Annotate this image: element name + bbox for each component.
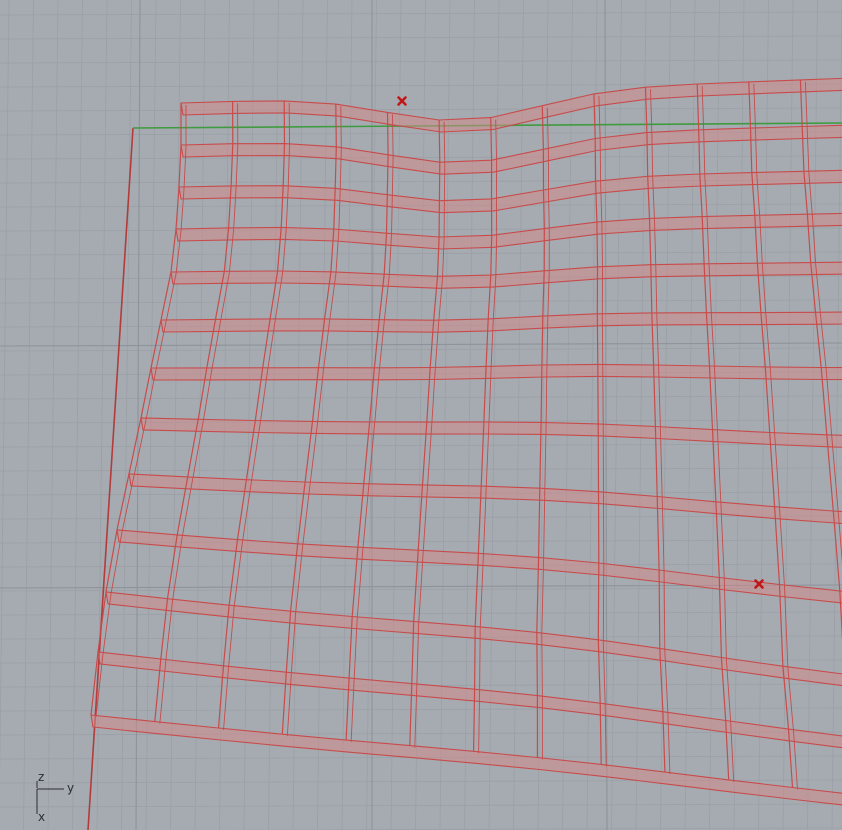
mesh-column-edge[interactable] — [281, 104, 337, 735]
grid-line — [0, 635, 842, 640]
grid-line — [0, 11, 842, 16]
grid-line — [513, 0, 524, 830]
grid-line — [0, 707, 842, 712]
grid-line — [341, 0, 353, 830]
mesh-column-edge[interactable] — [696, 83, 730, 780]
mesh-column-edge[interactable] — [217, 100, 286, 729]
x-mark-icon — [754, 579, 764, 589]
mesh-column-edge-inner[interactable] — [414, 121, 446, 748]
grid-line — [96, 0, 108, 830]
grid-line — [0, 467, 842, 472]
control-point-marker[interactable] — [397, 96, 407, 106]
mesh-column-edge[interactable] — [345, 112, 389, 741]
mesh-column-edge-inner[interactable] — [478, 119, 498, 754]
grid-line — [562, 0, 573, 830]
grid-line — [0, 515, 842, 520]
mesh-row-band[interactable] — [90, 714, 842, 814]
mesh-row-band[interactable] — [97, 651, 842, 757]
x-mark-icon — [397, 96, 407, 106]
mesh-column-edge-inner[interactable] — [650, 89, 671, 775]
grid-line — [0, 347, 842, 352]
grid-line — [47, 0, 59, 830]
grid-line — [0, 0, 10, 781]
grid-line — [72, 0, 83, 830]
mesh-row-band[interactable] — [150, 363, 842, 381]
grid-line — [537, 0, 549, 830]
grid-line — [121, 0, 132, 830]
grid-line — [831, 0, 842, 830]
grid-line — [0, 59, 842, 64]
mesh-column-edge-inner[interactable] — [350, 114, 394, 743]
grid-line — [268, 0, 279, 830]
mesh-column-edge[interactable] — [409, 119, 441, 746]
deformed-grid-mesh[interactable] — [90, 77, 842, 814]
grid-line — [0, 299, 842, 304]
mesh-column-edge[interactable] — [90, 103, 182, 716]
grid-line — [758, 0, 769, 830]
grid-line — [243, 0, 255, 830]
mesh-column-edge-inner[interactable] — [753, 83, 798, 790]
grid-line — [317, 0, 328, 830]
mesh-column-edge[interactable] — [154, 101, 234, 722]
mesh-column-edge[interactable] — [593, 93, 602, 765]
mesh-column-edge[interactable] — [473, 117, 493, 752]
grid-line — [0, 395, 842, 400]
grid-line — [0, 611, 842, 616]
grid-line — [0, 563, 842, 568]
grid-line — [0, 107, 842, 112]
grid-line — [0, 803, 842, 808]
grid-line — [145, 0, 157, 830]
axis-widget-z-label: z — [38, 770, 45, 784]
mesh-column-edge[interactable] — [644, 87, 666, 773]
mesh-row-band[interactable] — [105, 591, 842, 694]
grid-line — [0, 731, 842, 736]
axis-orientation-widget — [36, 781, 64, 814]
mesh-row-band[interactable] — [160, 311, 842, 333]
mesh-row-band[interactable] — [170, 261, 842, 289]
mesh-row-band[interactable] — [116, 529, 842, 609]
grid-line — [0, 251, 842, 256]
mesh-column-edge[interactable] — [536, 105, 545, 758]
mesh-column-edge[interactable] — [799, 79, 842, 795]
mesh-row-band[interactable] — [175, 212, 842, 250]
mesh-column-edge-inner[interactable] — [159, 103, 239, 724]
grid-line — [0, 35, 842, 40]
mesh-row-band[interactable] — [180, 124, 842, 175]
mesh-row-band[interactable] — [178, 169, 842, 214]
grid-line-major — [0, 342, 842, 347]
grid-line-major — [135, 0, 141, 830]
grid-line — [194, 0, 206, 830]
mesh-column-edge-inner[interactable] — [701, 85, 735, 782]
mesh-column-edge-inner[interactable] — [598, 95, 607, 767]
grid-line — [170, 0, 181, 830]
grid-line — [0, 155, 842, 160]
mesh-row-band[interactable] — [180, 77, 842, 133]
mesh-row-band[interactable] — [140, 417, 842, 449]
grid-line — [219, 0, 230, 830]
world-x-axis — [87, 127, 134, 830]
mesh-column-edge-inner[interactable] — [223, 102, 290, 731]
mesh-column-edge-inner[interactable] — [541, 107, 550, 760]
grid-line — [292, 0, 304, 830]
axis-widget-x-label: x — [38, 810, 46, 824]
grid-line — [807, 0, 818, 830]
mesh-column-edge[interactable] — [748, 81, 794, 788]
mesh-column-edge-inner[interactable] — [286, 106, 342, 737]
axis-widget-y-label: y — [67, 781, 75, 795]
grid-line — [23, 0, 34, 830]
mesh-column-edge-inner[interactable] — [95, 105, 187, 718]
mesh-row-band[interactable] — [128, 473, 842, 527]
control-point-marker[interactable] — [754, 579, 764, 589]
mesh-column-edge-inner[interactable] — [804, 81, 842, 797]
